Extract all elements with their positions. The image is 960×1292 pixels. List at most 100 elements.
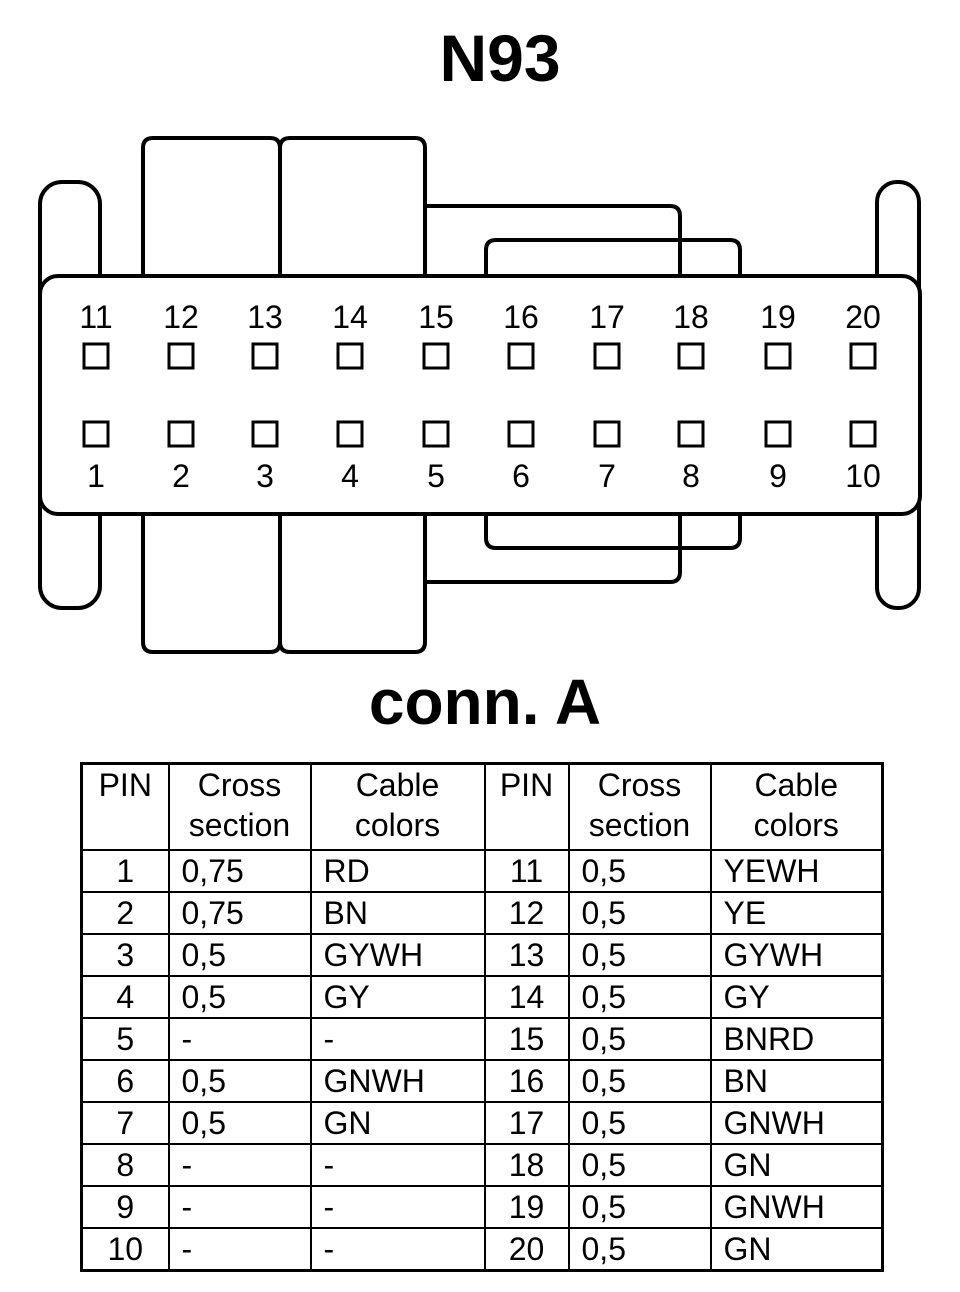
pin-socket — [82, 342, 110, 370]
pin-label: 8 — [682, 458, 700, 494]
cross-section-cell: 0,5 — [567, 974, 712, 1019]
cable-color-cell: BN — [709, 1058, 884, 1103]
pin-socket — [849, 342, 877, 370]
header-cable-colors: Cable colors — [309, 762, 486, 851]
pin-label: 2 — [172, 458, 190, 494]
cable-color-cell: GN — [709, 1226, 884, 1271]
cable-color-cell: YE — [709, 890, 884, 935]
cross-section-cell: 0,5 — [567, 890, 712, 935]
pin-label: 14 — [332, 299, 368, 335]
cross-section-cell: - — [167, 1184, 312, 1229]
cross-section-cell: 0,5 — [167, 1058, 312, 1103]
pin-cell: 9 — [80, 1184, 170, 1229]
top-block-right — [278, 136, 427, 276]
cable-color-cell: GYWH — [709, 932, 884, 977]
cable-color-cell: GY — [709, 974, 884, 1019]
cable-color-cell: GN — [309, 1100, 486, 1145]
pin-cell: 12 — [483, 890, 570, 935]
pin-cell: 14 — [483, 974, 570, 1019]
cross-section-cell: 0,5 — [567, 932, 712, 977]
pin-socket — [167, 342, 195, 370]
pin-cell: 16 — [483, 1058, 570, 1103]
bottom-block-right — [278, 514, 427, 654]
cable-color-cell: GYWH — [309, 932, 486, 977]
pin-label: 13 — [247, 299, 283, 335]
pin-socket — [82, 420, 110, 448]
cross-section-cell: 0,75 — [167, 890, 312, 935]
pin-cell: 18 — [483, 1142, 570, 1187]
pin-socket — [677, 342, 705, 370]
pin-socket — [764, 342, 792, 370]
cross-section-cell: 0,5 — [567, 1142, 712, 1187]
pin-cell: 4 — [80, 974, 170, 1019]
pin-label: 18 — [673, 299, 709, 335]
pin-label: 3 — [256, 458, 274, 494]
table-header-row: PIN Cross section Cable colors PIN Cross… — [80, 762, 884, 851]
pin-cell: 1 — [80, 848, 170, 893]
pin-label: 11 — [79, 299, 112, 335]
header-cross-section: Cross section — [167, 762, 312, 851]
top-step-2 — [484, 238, 742, 276]
pin-socket — [336, 342, 364, 370]
cross-section-cell: 0,5 — [167, 932, 312, 977]
cable-color-cell: GNWH — [309, 1058, 486, 1103]
header-pin: PIN — [80, 762, 170, 851]
cable-color-cell: RD — [309, 848, 486, 893]
pin-label: 5 — [427, 458, 445, 494]
cable-color-cell: BNRD — [709, 1016, 884, 1061]
pin-cell: 20 — [483, 1226, 570, 1271]
cross-section-cell: - — [167, 1226, 312, 1271]
cable-color-cell: YEWH — [709, 848, 884, 893]
pin-cell: 6 — [80, 1058, 170, 1103]
cross-section-cell: 0,75 — [167, 848, 312, 893]
pin-label: 7 — [598, 458, 616, 494]
pin-cell: 17 — [483, 1100, 570, 1145]
pin-socket — [849, 420, 877, 448]
pin-table: PIN Cross section Cable colors PIN Cross… — [80, 762, 884, 1272]
pin-socket — [251, 342, 279, 370]
pin-cell: 15 — [483, 1016, 570, 1061]
pin-socket — [507, 420, 535, 448]
cable-color-cell: - — [309, 1226, 486, 1271]
pin-label: 12 — [163, 299, 199, 335]
pin-cell: 8 — [80, 1142, 170, 1187]
bottom-step-1 — [425, 514, 682, 584]
pin-socket — [251, 420, 279, 448]
header-cable-colors: Cable colors — [709, 762, 884, 851]
cross-section-cell: 0,5 — [567, 1226, 712, 1271]
cable-color-cell: - — [309, 1142, 486, 1187]
pin-label: 17 — [589, 299, 625, 335]
pin-label: 1 — [87, 458, 105, 494]
pin-socket — [593, 342, 621, 370]
pin-label: 20 — [845, 299, 881, 335]
pin-label: 19 — [760, 299, 796, 335]
cable-color-cell: - — [309, 1184, 486, 1229]
cross-section-cell: 0,5 — [567, 1100, 712, 1145]
header-pin: PIN — [483, 762, 570, 851]
top-block-left — [141, 136, 282, 276]
pin-socket — [507, 342, 535, 370]
cross-section-cell: 0,5 — [167, 1100, 312, 1145]
cable-color-cell: GN — [709, 1142, 884, 1187]
pin-socket — [677, 420, 705, 448]
cross-section-cell: 0,5 — [167, 974, 312, 1019]
cross-section-cell: 0,5 — [567, 1184, 712, 1229]
pin-socket — [422, 342, 450, 370]
cable-color-cell: - — [309, 1016, 486, 1061]
cable-color-cell: GY — [309, 974, 486, 1019]
pin-cell: 10 — [80, 1226, 170, 1271]
pin-cell: 13 — [483, 932, 570, 977]
pin-label: 16 — [503, 299, 539, 335]
bottom-step-2 — [484, 514, 742, 550]
cross-section-cell: 0,5 — [567, 1058, 712, 1103]
